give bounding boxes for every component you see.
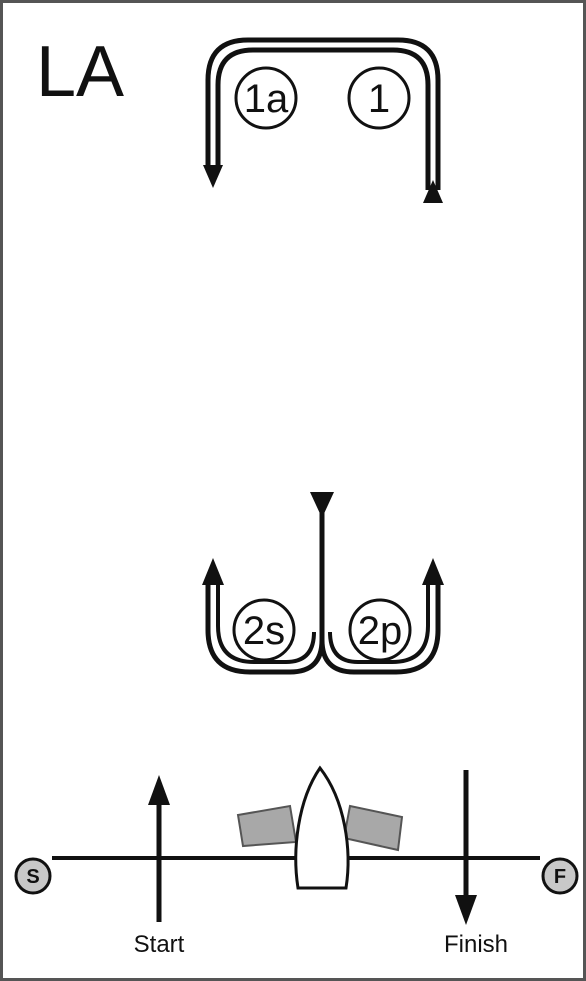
mark-1: 1: [349, 68, 409, 128]
mark-2s: 2s: [234, 600, 294, 660]
arrow-up-icon: [422, 558, 444, 585]
finish-arrow-icon: [455, 895, 477, 925]
arrow-down-icon: [310, 492, 334, 518]
svg-text:1: 1: [368, 77, 390, 121]
svg-text:2s: 2s: [243, 609, 285, 653]
top-rounding-path: [203, 40, 443, 203]
boat-icon: [296, 768, 348, 888]
start-arrow-icon: [148, 775, 170, 805]
start-label: Start: [134, 931, 185, 958]
course-title: LA: [36, 32, 124, 112]
mark-2p: 2p: [350, 600, 410, 660]
arrow-up-icon: [202, 558, 224, 585]
svg-text:S: S: [26, 866, 39, 888]
svg-text:2p: 2p: [358, 609, 403, 653]
start-pin: S: [16, 859, 50, 893]
svg-text:F: F: [554, 866, 566, 888]
svg-text:1a: 1a: [244, 77, 289, 121]
finish-label: Finish: [444, 931, 508, 958]
finish-pin: F: [543, 859, 577, 893]
flag-left-icon: [238, 806, 296, 846]
arrow-down-icon: [203, 165, 223, 188]
start-finish-line: S F Start Finish: [16, 768, 577, 958]
flag-right-icon: [344, 806, 402, 850]
mark-1a: 1a: [236, 68, 296, 128]
